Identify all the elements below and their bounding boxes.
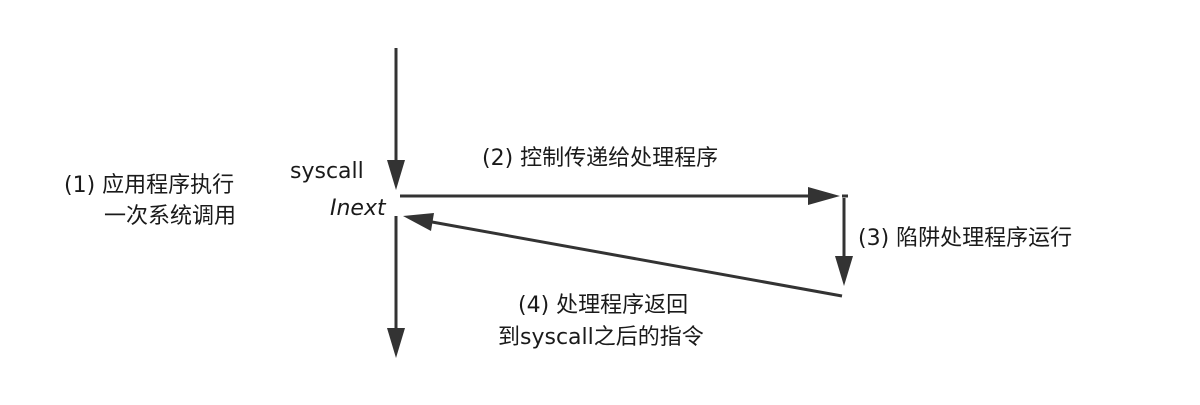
return-arrow — [403, 213, 843, 298]
step1-label-line1: (1) 应用程序执行 — [64, 173, 235, 198]
step3-label: (3) 陷阱处理程序运行 — [858, 226, 1073, 251]
control-transfer-arrow — [400, 187, 848, 205]
app-flow-upper-arrow — [387, 48, 405, 190]
step1-label-line2: 一次系统调用 — [104, 204, 237, 229]
handler-run-arrow — [835, 198, 853, 286]
step4-label-line1: (4) 处理程序返回 — [518, 293, 689, 318]
syscall-label: syscall — [290, 159, 364, 184]
step2-label: (2) 控制传递给处理程序 — [482, 146, 719, 171]
step4-label-line2: 到syscall之后的指令 — [498, 325, 704, 350]
inext-label: Inext — [330, 196, 386, 221]
app-flow-lower-arrow — [387, 216, 405, 358]
